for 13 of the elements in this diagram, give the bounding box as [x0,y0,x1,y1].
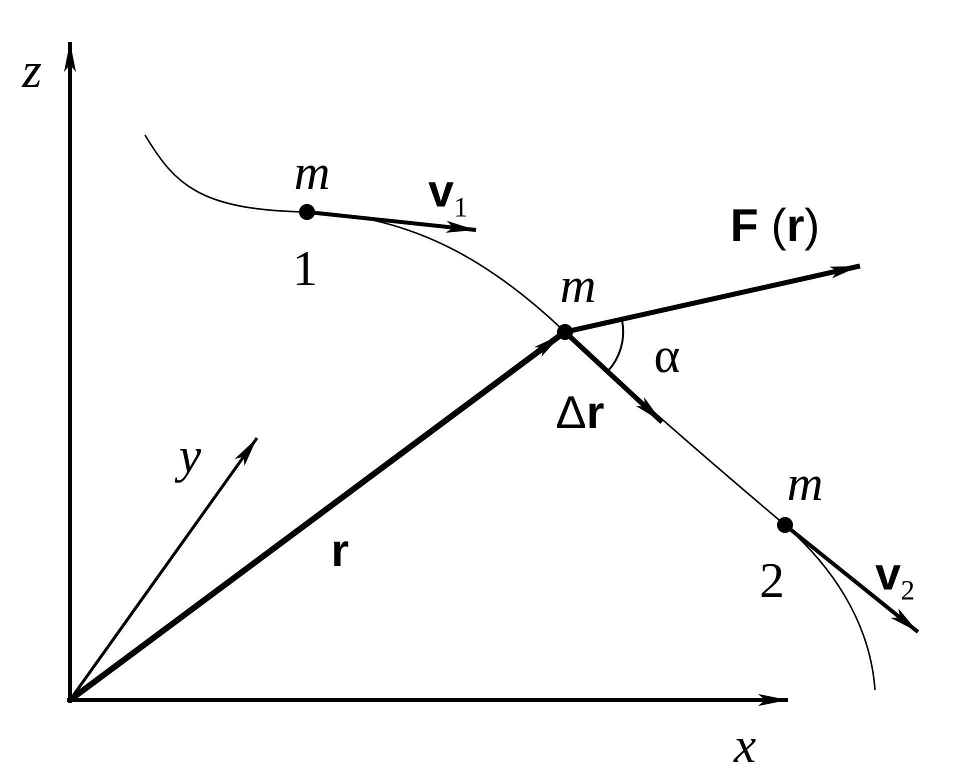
axis-label: x [734,720,756,770]
mass-label: m [560,260,596,310]
point-number: 1 [292,243,318,293]
vector-label: v$_{1}$ [428,167,468,223]
mass-label: m [294,147,330,197]
point-number: 2 [760,555,784,605]
axis-label: z [22,45,42,95]
mass-label: m [786,458,824,508]
vector-label: r [331,527,349,573]
angle-label: α [654,330,680,380]
vector-label: F (r) [730,202,820,248]
vector-label: v$_{2}$ [875,550,915,606]
vector-label: Δr [556,389,604,435]
